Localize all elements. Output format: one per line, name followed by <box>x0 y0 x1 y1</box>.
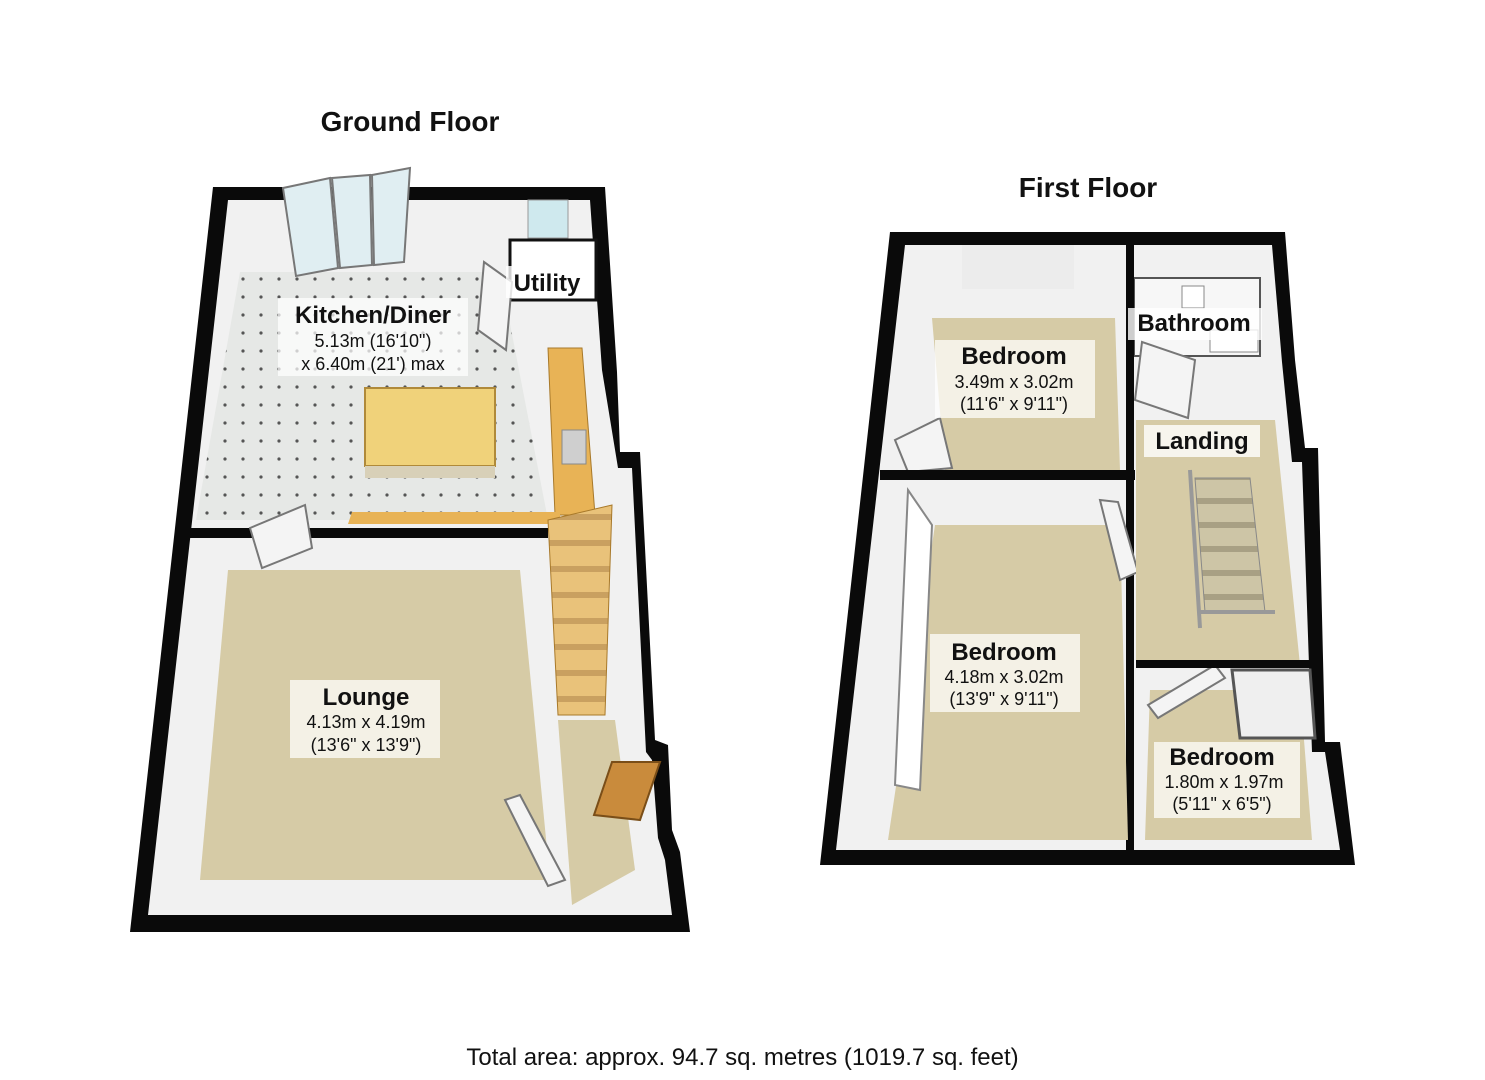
kitchen-lounge-wall <box>190 528 548 538</box>
utility-door <box>476 260 514 352</box>
kitchen-dim1: 5.13m (16'10") <box>315 331 432 351</box>
ground-floor <box>130 166 690 932</box>
bifold-doors <box>281 166 412 278</box>
bedroom1-label-bg <box>935 340 1095 418</box>
bedroom2-window <box>925 850 1085 864</box>
lounge-dim1: 4.13m x 4.19m <box>306 712 425 732</box>
first-floor-internal-wall <box>880 470 1135 480</box>
kitchen-worktop-lower <box>348 512 560 524</box>
bedroom2-label-bg <box>930 634 1080 712</box>
first-floor-title: First Floor <box>1019 172 1158 203</box>
bedroom3-divider-wall <box>1136 660 1316 668</box>
bedroom1-window <box>962 245 1074 289</box>
stair-rail <box>1188 469 1202 629</box>
bathroom-toilet <box>1181 285 1205 309</box>
total-area-caption: Total area: approx. 94.7 sq. metres (101… <box>466 1044 1019 1071</box>
landing-label-bg <box>1144 425 1260 457</box>
kitchen-sink <box>561 429 587 465</box>
bedroom2-dim2: (13'9" x 9'11") <box>949 689 1058 709</box>
utility-name: Utility <box>514 270 581 297</box>
kitchen-lounge-door <box>248 503 314 570</box>
bedroom3-door <box>1146 663 1227 720</box>
bedroom2-wardrobe <box>893 486 934 792</box>
lounge-window <box>270 915 470 931</box>
bedroom3-label-bg <box>1154 742 1300 818</box>
bedroom1-door <box>893 416 954 474</box>
lounge-door <box>503 793 567 888</box>
bedroom3-dim1: 1.80m x 1.97m <box>1164 772 1283 792</box>
lounge-dim2: (13'6" x 13'9") <box>311 735 422 755</box>
bedroom3-dim2: (5'11" x 6'5") <box>1172 794 1271 814</box>
bedroom3-cupboard <box>1230 668 1317 740</box>
kitchen-island-base <box>365 466 495 478</box>
landing-name: Landing <box>1155 428 1248 455</box>
lounge-name: Lounge <box>323 684 410 711</box>
utility-label-bg <box>506 266 588 298</box>
bedroom1-dim1: 3.49m x 3.02m <box>954 372 1073 392</box>
bedroom2-dim1: 4.18m x 3.02m <box>944 667 1063 687</box>
front-door <box>592 761 662 822</box>
bathroom-label-bg <box>1128 308 1262 340</box>
ground-floor-title: Ground Floor <box>321 106 500 137</box>
bathroom-name: Bathroom <box>1137 310 1250 337</box>
kitchen-name: Kitchen/Diner <box>295 302 451 329</box>
ground-staircase <box>547 504 613 716</box>
bedroom3-name: Bedroom <box>1169 744 1274 771</box>
kitchen-island <box>364 387 496 467</box>
utility-window <box>527 199 569 239</box>
bathroom-door <box>1133 340 1197 420</box>
kitchen-dim2: x 6.40m (21') max <box>301 354 444 374</box>
bedroom1-name: Bedroom <box>961 343 1066 370</box>
bedroom2-name: Bedroom <box>951 639 1056 666</box>
bedroom1-dim2: (11'6" x 9'11") <box>960 394 1068 414</box>
kitchen-label-bg <box>278 298 468 376</box>
lounge-label-bg <box>290 680 440 758</box>
